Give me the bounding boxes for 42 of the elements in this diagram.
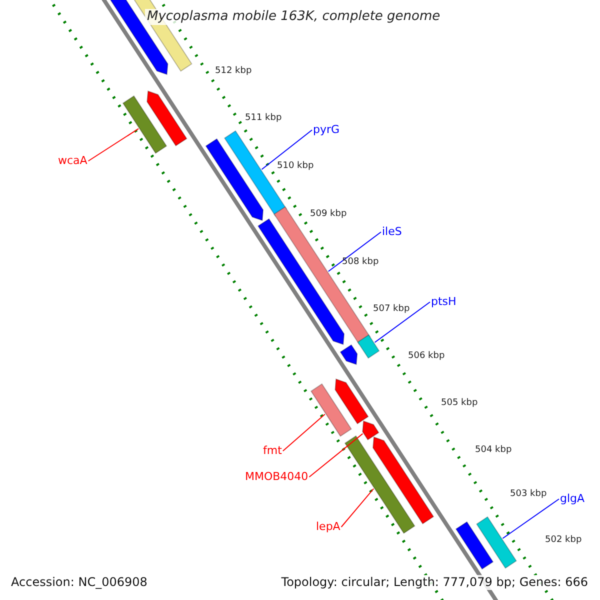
- gene-label: pyrG: [313, 124, 340, 136]
- gene-label: wcaA: [58, 155, 88, 168]
- gene-feature: [340, 344, 358, 366]
- scale-label: 503 kbp: [510, 490, 547, 500]
- gene-feature: [357, 334, 380, 359]
- leader-line: [340, 488, 374, 528]
- leader-line: [282, 414, 326, 452]
- scale-label: 508 kbp: [342, 258, 379, 268]
- scale-label: 502 kbp: [545, 536, 582, 546]
- gene-feature: [372, 436, 434, 524]
- gene-label: lepA: [316, 521, 340, 534]
- gene-label: MMOB4040: [245, 471, 308, 484]
- scale-label: 509 kbp: [310, 210, 347, 220]
- accession-text: Accession: NC_006908: [9, 575, 150, 590]
- gene-label: fmt: [263, 445, 282, 458]
- gene-feature: [476, 516, 517, 569]
- scale-label: 505 kbp: [441, 399, 478, 409]
- scale-label: 511 kbp: [245, 114, 282, 124]
- scale-label: 507 kbp: [373, 305, 410, 315]
- leader-line: [328, 232, 382, 272]
- gene-feature: [146, 90, 188, 146]
- gene-feature: [122, 95, 168, 154]
- gene-feature: [344, 435, 416, 534]
- scale-label: 512 kbp: [215, 67, 252, 77]
- leader-line: [502, 498, 560, 539]
- gene-feature: [205, 138, 264, 222]
- leader-line: [88, 128, 139, 162]
- leader-line: [308, 433, 364, 478]
- gene-feature: [362, 420, 380, 440]
- gene-label: glgA: [560, 493, 585, 506]
- genome-title: Mycoplasma mobile 163K, complete genome: [145, 9, 442, 26]
- gene-label: ptsH: [431, 296, 456, 308]
- gene-feature: [455, 521, 494, 570]
- scale-label: 504 kbp: [475, 446, 512, 456]
- scale-label: 510 kbp: [277, 162, 314, 172]
- gene-feature: [334, 378, 369, 424]
- leader-line: [374, 302, 430, 343]
- gene-label: ileS: [382, 226, 402, 238]
- genome-stats: Topology: circular; Length: 777,079 bp; Genes: 666: [279, 575, 590, 590]
- scale-label: 506 kbp: [408, 352, 445, 362]
- gene-feature: [310, 383, 352, 437]
- leader-line: [261, 130, 312, 170]
